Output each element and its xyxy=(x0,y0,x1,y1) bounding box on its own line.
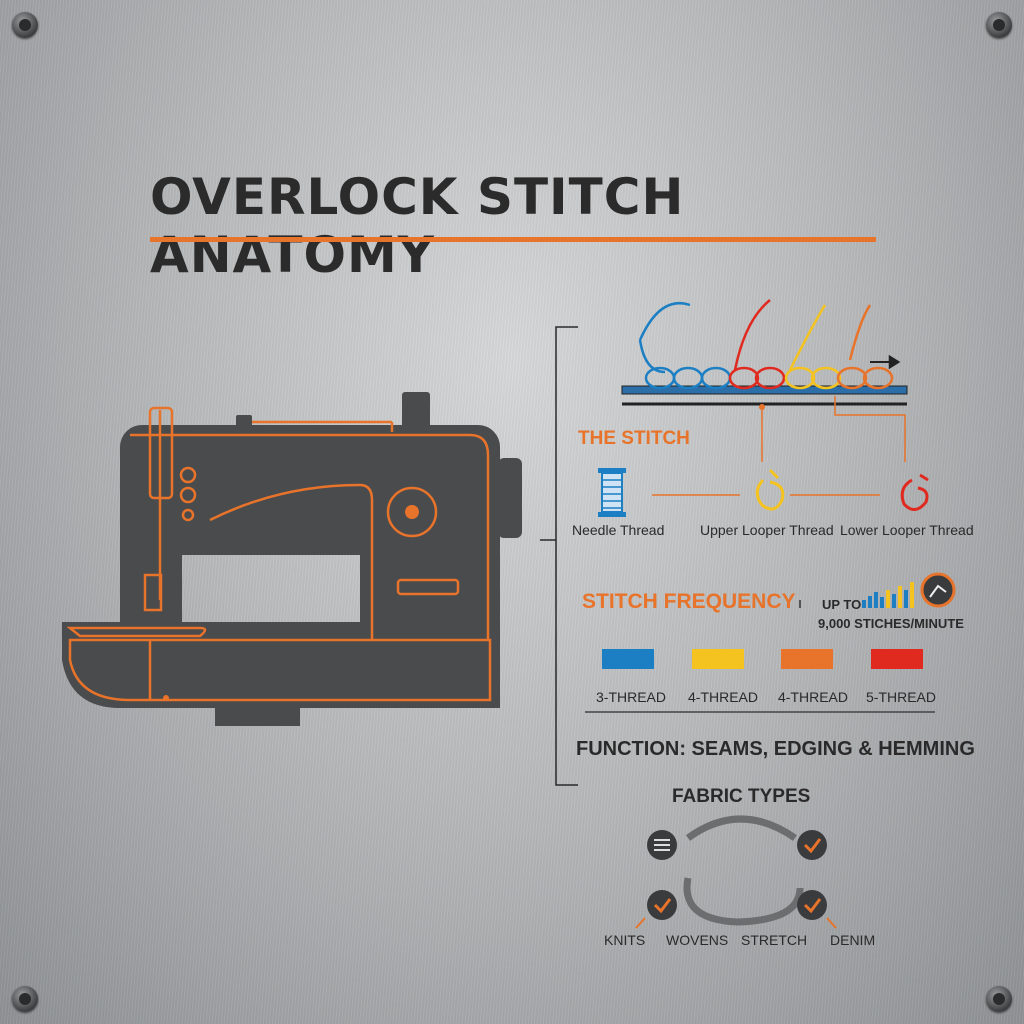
option-label: 3-THREAD xyxy=(596,689,667,705)
option-label: 5-THREAD xyxy=(866,689,937,705)
frequency-rate: 9,000 STICHES/MINUTE xyxy=(818,616,964,631)
title-underline xyxy=(150,237,876,242)
needle-thread-label: Needle Thread xyxy=(572,522,665,538)
lower-looper-thread-label: Lower Looper Thread xyxy=(840,522,974,538)
screw-icon xyxy=(986,986,1012,1012)
option-label: 4-THREAD xyxy=(778,689,849,705)
swatch-5-thread xyxy=(871,649,923,669)
page-title: OVERLOCK STITCH ANATOMY xyxy=(150,168,685,284)
fabric-type-label: KNITS xyxy=(604,932,646,948)
screw-icon xyxy=(12,12,38,38)
swatch-4-thread-orange xyxy=(781,649,833,669)
bar-chart-icon xyxy=(862,582,914,608)
check-icon xyxy=(797,830,827,860)
check-icon xyxy=(797,890,827,920)
frequency-heading: STITCH FREQUENCY xyxy=(582,590,796,613)
option-label: 4-THREAD xyxy=(688,689,759,705)
upper-looper-icon xyxy=(755,468,785,511)
screw-icon xyxy=(986,12,1012,38)
swatch-3-thread xyxy=(602,649,654,669)
fabric-heading: FABRIC TYPES xyxy=(672,786,811,807)
lower-looper-icon xyxy=(900,473,929,511)
screw-icon xyxy=(12,986,38,1012)
fabric-type-label: WOVENS xyxy=(666,932,729,948)
frequency-up-to: UP TO xyxy=(822,597,862,612)
swatch-4-thread-yellow xyxy=(692,649,744,669)
check-icon xyxy=(647,890,677,920)
gauge-icon xyxy=(920,572,956,608)
stitch-diagram xyxy=(621,299,908,406)
thread-icon xyxy=(647,830,677,860)
fabric-type-label: DENIM xyxy=(830,932,876,948)
upper-looper-thread-label: Upper Looper Thread xyxy=(700,522,834,538)
spool-icon xyxy=(598,468,626,517)
function-text: FUNCTION: SEAMS, EDGING & HEMMING xyxy=(576,738,975,760)
stitch-heading: THE STITCH xyxy=(578,428,690,449)
fabric-type-label: STRETCH xyxy=(741,932,808,948)
